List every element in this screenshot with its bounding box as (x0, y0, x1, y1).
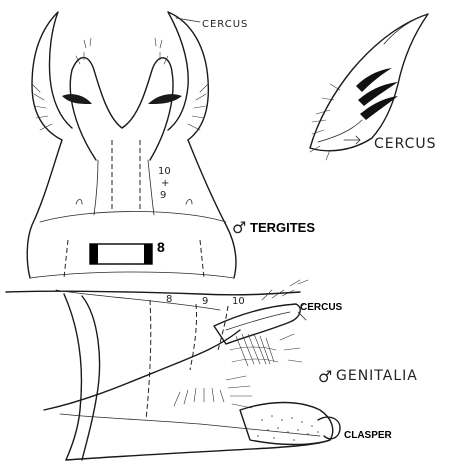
seg-10-label: 10 (158, 166, 171, 177)
segment-8-marker (90, 244, 152, 264)
tergites-male-symbol: ♂ (232, 218, 247, 237)
cercus-hairs (32, 38, 208, 130)
cercus-top-label: CERCUS (202, 19, 248, 30)
segment-8-label: 8 (157, 239, 165, 255)
clasper-region (240, 403, 333, 445)
stipple (257, 415, 319, 441)
clasper-tip (318, 417, 340, 439)
right-tuft (148, 94, 182, 104)
dorsal-view: 10 + 9 (27, 12, 236, 278)
left-cercus (32, 12, 72, 140)
lat-10-label: 10 (232, 296, 245, 307)
genitalia-label: GENITALIA (336, 368, 418, 384)
cercus-top-leader (176, 18, 200, 22)
lat-9-label: 9 (202, 296, 208, 307)
genitalia-male-symbol: ♂ (318, 367, 333, 386)
cercus-lateral-label: CERCUS (300, 302, 343, 313)
tergites-label: TERGITES (250, 220, 315, 235)
lat-8-label: 8 (166, 294, 172, 305)
cercus-side-label: CERCUS (374, 136, 437, 152)
seg-plus-label: + (161, 178, 169, 189)
clasper-label: CLASPER (344, 430, 393, 441)
lateral-view: 8 9 10 (6, 280, 340, 460)
genital-hatching (230, 334, 278, 366)
seg-9-label: 9 (160, 190, 166, 201)
left-tuft (62, 94, 92, 104)
right-cercus (168, 12, 208, 140)
